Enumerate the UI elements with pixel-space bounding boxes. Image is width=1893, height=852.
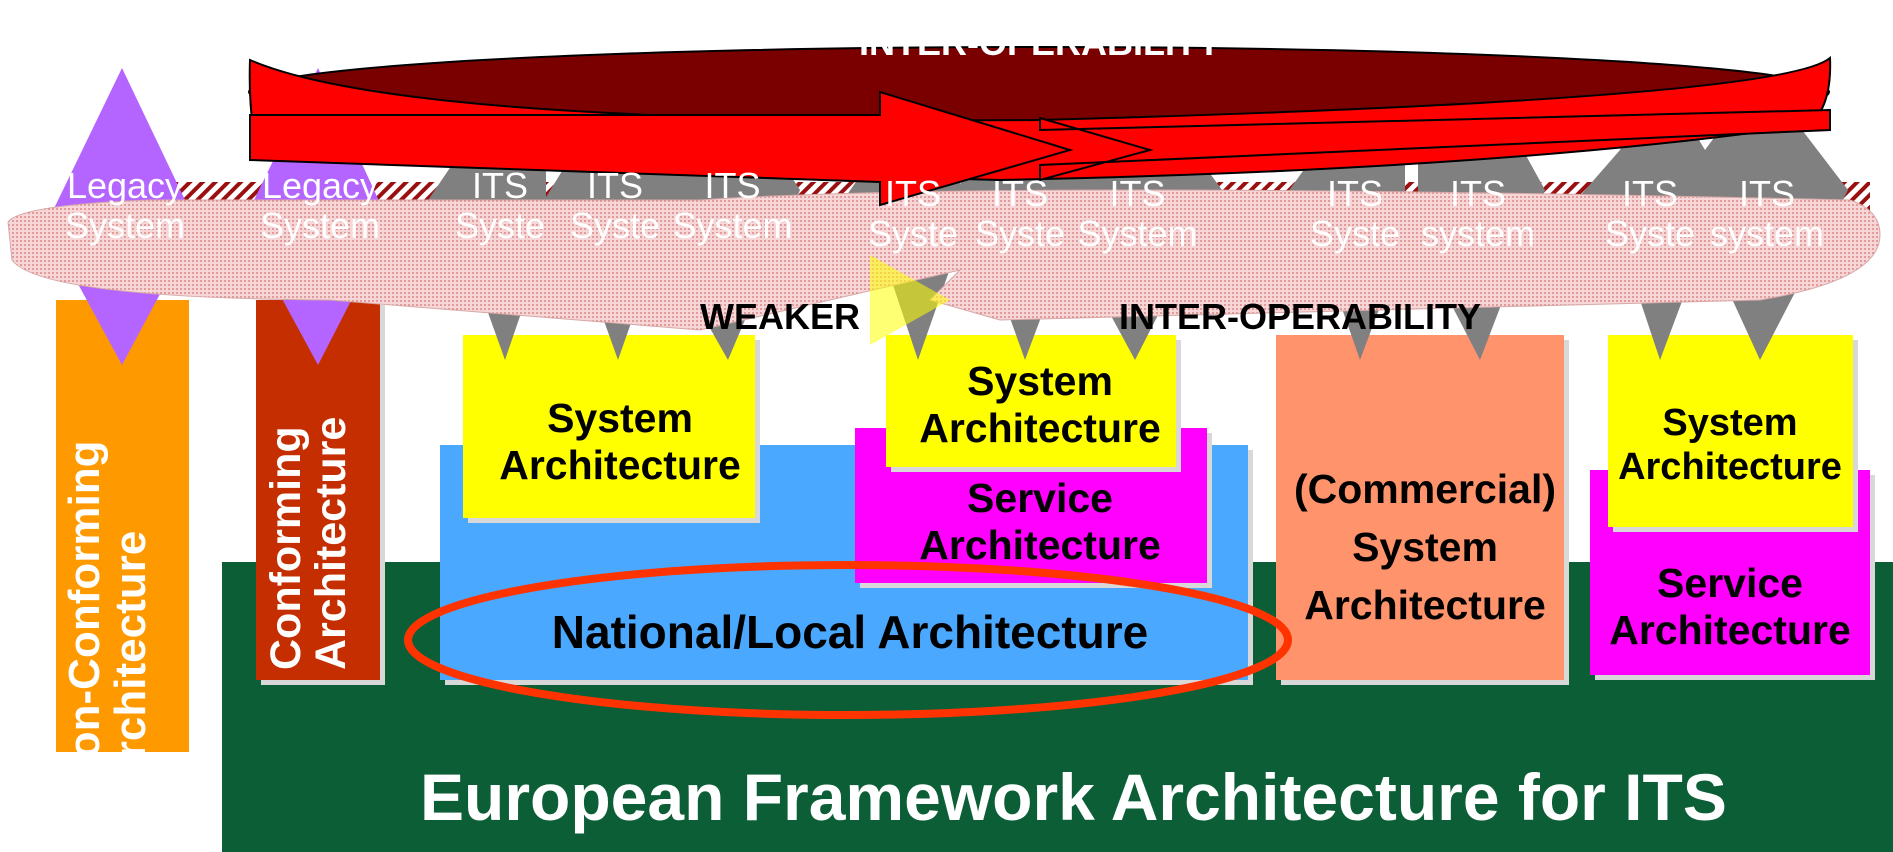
weaker-interoperability-label: INTER-OPERABILITY — [1118, 296, 1481, 337]
framework-label: European Framework Architecture for ITS — [420, 760, 1727, 834]
system-architecture-block-4 — [1608, 335, 1853, 527]
weaker-interoperability-band — [7, 189, 1881, 331]
weaker-label: WEAKER — [700, 296, 860, 337]
system-architecture-block-1 — [463, 335, 755, 518]
commercial-system-architecture-block — [1276, 335, 1564, 680]
top-ring-arrow-2 — [1039, 108, 1831, 182]
national-local-architecture-label: National/Local Architecture — [551, 606, 1149, 658]
system-architecture-label-4: System Architecture — [1618, 402, 1842, 488]
top-ring-arrow — [249, 90, 1074, 207]
commercial-system-architecture-label: (Commercial) System Architecture — [1293, 466, 1556, 629]
system-architecture-label-2: System Architecture — [919, 358, 1161, 452]
non-conforming-architecture-bar — [56, 300, 189, 752]
system-architecture-label-1: System Architecture — [499, 395, 741, 489]
service-architecture-label-4: Service Architecture — [1609, 560, 1851, 654]
top-interoperability-label: INTER-OPERABILITY — [858, 22, 1221, 63]
national-highlight-ellipse — [404, 561, 1292, 719]
weaker-band-arrow — [870, 255, 950, 345]
service-architecture-label-2: Service Architecture — [919, 475, 1161, 569]
system-architecture-block-2 — [886, 335, 1176, 467]
